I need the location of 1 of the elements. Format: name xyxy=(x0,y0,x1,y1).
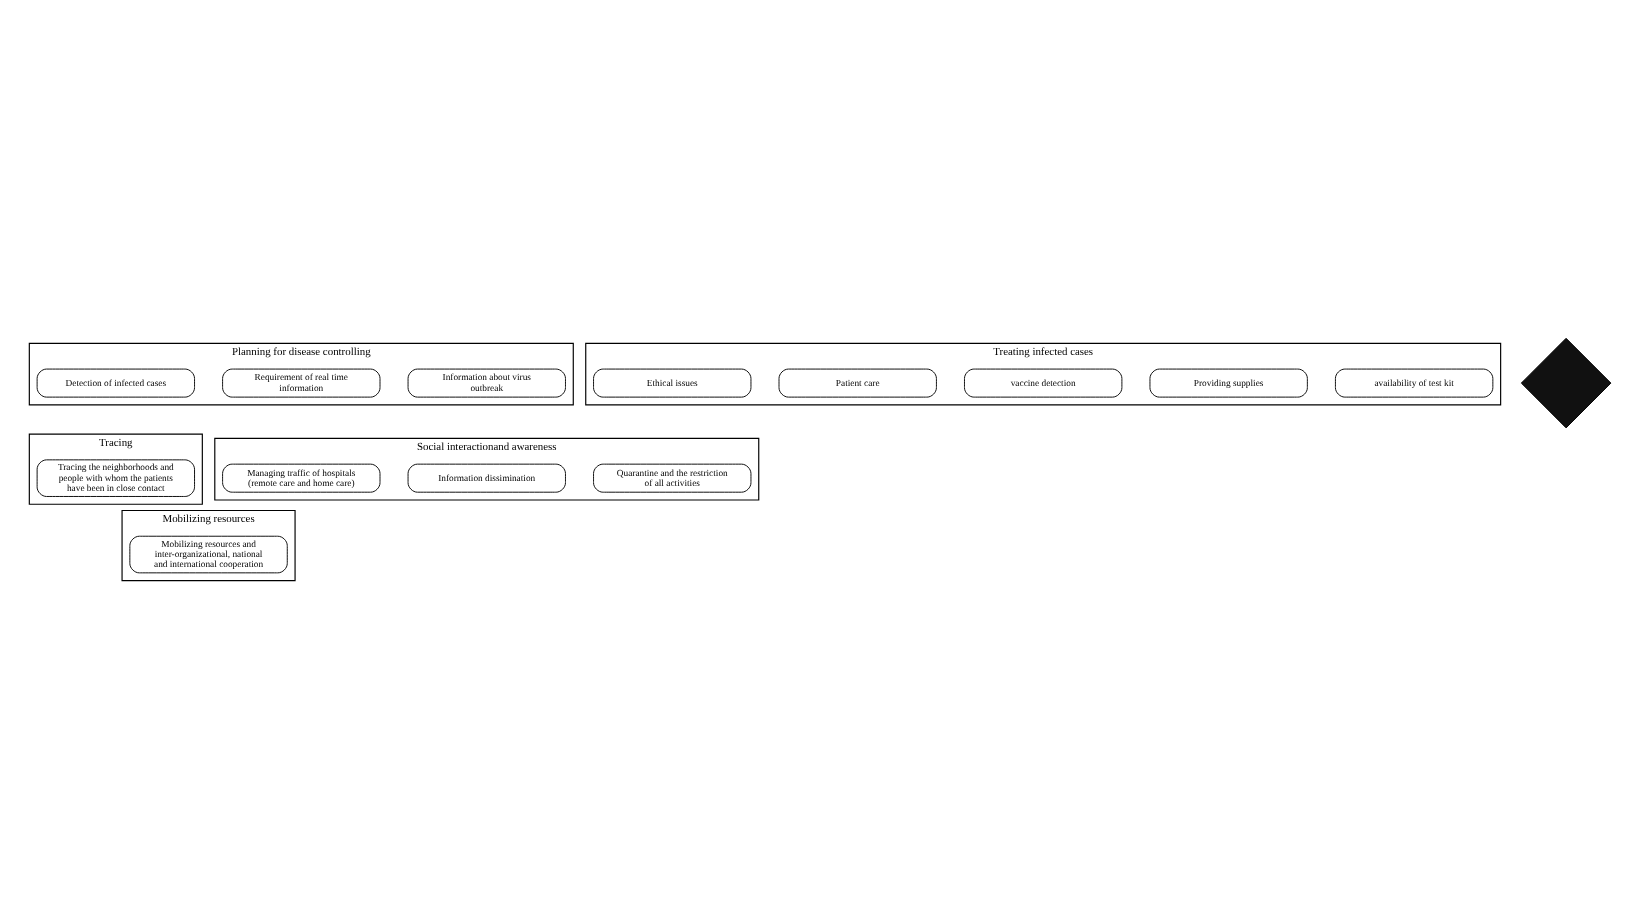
node-arrow xyxy=(1520,336,1612,428)
